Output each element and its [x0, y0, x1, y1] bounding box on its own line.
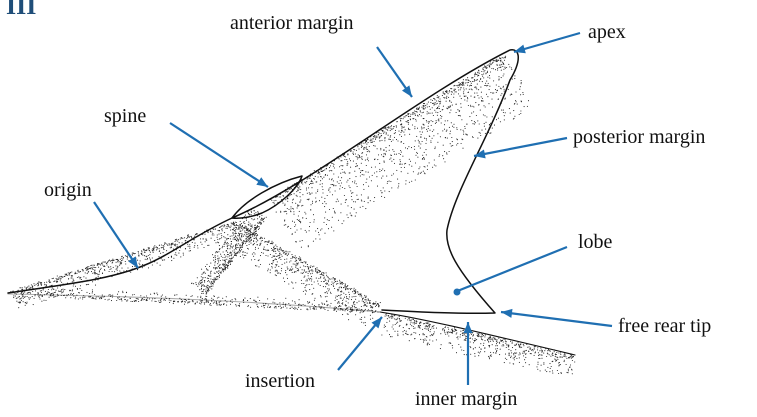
inner-margin-edge	[379, 311, 576, 356]
lobe-marker-dot	[453, 288, 461, 296]
origin-leader	[93, 201, 139, 269]
leader-lines	[93, 31, 613, 385]
label-apex: apex	[588, 21, 626, 43]
label-inner-margin: inner margin	[415, 388, 517, 410]
posterior-margin-arrowhead	[474, 149, 486, 159]
anterior-margin-arrowhead	[402, 85, 412, 97]
figure-heading: III	[6, 0, 36, 20]
leader-arrowheads	[128, 44, 526, 333]
free-rear-tip-leader	[500, 310, 613, 328]
fin-stipple-shading	[10, 55, 576, 375]
lobe-leader	[454, 245, 568, 294]
apex-arrowhead	[514, 44, 526, 54]
insertion-arrowhead	[371, 317, 382, 329]
label-origin: origin	[44, 179, 92, 201]
apex-leader	[513, 31, 581, 54]
origin-arrowhead	[128, 256, 138, 268]
label-spine: spine	[104, 105, 146, 127]
body-base-line	[7, 293, 381, 313]
free-rear-tip-arrowhead	[501, 308, 513, 318]
posterior-margin-leader	[473, 136, 568, 158]
fin-outline	[7, 49, 576, 356]
label-lobe: lobe	[578, 231, 613, 253]
insertion-leader	[337, 316, 383, 371]
label-posterior-margin: posterior margin	[573, 126, 705, 148]
spine-arrowhead	[256, 177, 268, 187]
label-insertion: insertion	[245, 370, 315, 392]
spine-leader	[169, 122, 269, 188]
fin-main-outline	[7, 49, 519, 315]
label-free-rear-tip: free rear tip	[618, 315, 711, 337]
label-anterior-margin: anterior margin	[230, 12, 353, 34]
inner-margin-arrowhead	[463, 322, 473, 333]
spine-outline	[231, 175, 303, 219]
